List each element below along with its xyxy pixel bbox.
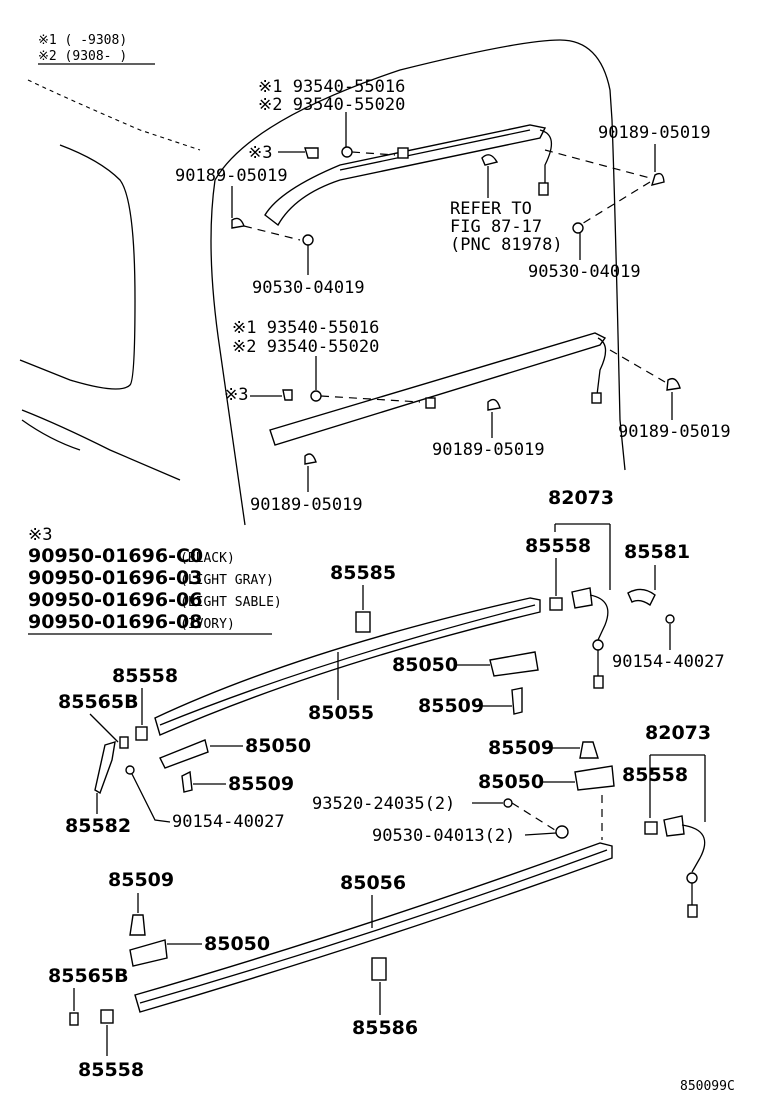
label-85050-d: 85050 xyxy=(204,933,270,955)
label-85558-right: 85558 xyxy=(622,764,688,786)
label-90189-05019-ur: 90189-05019 xyxy=(598,123,711,143)
label-85050-b: 85050 xyxy=(245,735,311,757)
lower-right-parts xyxy=(503,741,706,918)
label-90530-04019-r: 90530-04019 xyxy=(528,262,641,282)
label-85582: 85582 xyxy=(65,815,131,837)
label-82073-bottom: 82073 xyxy=(645,722,711,744)
legend-note2: ※2 (9308- ) xyxy=(38,49,127,64)
label-s3-b: ※3 xyxy=(224,385,248,405)
label-93540-55016-b: ※1 93540-55016 xyxy=(232,318,379,338)
note3-color-0: (BLACK) xyxy=(180,551,235,566)
label-s3-a: ※3 xyxy=(248,143,272,163)
note3-header: ※3 xyxy=(28,525,52,545)
refer-line1: REFER TO xyxy=(450,199,532,219)
label-93540-55016-a: ※1 93540-55016 xyxy=(258,77,405,97)
note3-color-2: (LIGHT SABLE) xyxy=(180,595,282,610)
label-85509-a: 85509 xyxy=(418,695,484,717)
label-82073-top: 82073 xyxy=(548,487,614,509)
refer-line3: (PNC 81978) xyxy=(450,235,563,255)
label-93540-55020-a: ※2 93540-55020 xyxy=(258,95,405,115)
label-85509-c: 85509 xyxy=(488,737,554,759)
label-85581: 85581 xyxy=(624,541,690,563)
label-85565B-bottom: 85565B xyxy=(48,965,129,987)
upper-spoiler xyxy=(231,124,665,246)
label-93520-24035: 93520-24035(2) xyxy=(312,794,455,814)
label-85050-c: 85050 xyxy=(478,771,544,793)
label-85050-a: 85050 xyxy=(392,654,458,676)
label-85509-b: 85509 xyxy=(228,773,294,795)
legend-note1: ※1 ( -9308) xyxy=(38,33,127,48)
label-85586: 85586 xyxy=(352,1017,418,1039)
label-90154-40027-right: 90154-40027 xyxy=(612,652,725,672)
note3-part-0: 90950-01696-C0 xyxy=(28,545,203,567)
middle-spoiler xyxy=(269,332,681,465)
note3-color-3: (IVORY) xyxy=(180,617,235,632)
label-90189-05019-mr: 90189-05019 xyxy=(618,422,731,442)
label-90189-05019-ul: 90189-05019 xyxy=(175,166,288,186)
diagram-id: 850099C xyxy=(680,1079,735,1094)
body-outline xyxy=(19,39,626,526)
label-85585: 85585 xyxy=(330,562,396,584)
refer-line2: FIG 87-17 xyxy=(450,217,542,237)
label-90530-04019-l: 90530-04019 xyxy=(252,278,365,298)
label-90154-40027-left: 90154-40027 xyxy=(172,812,285,832)
garnish-85056 xyxy=(69,842,613,1026)
label-85558-left: 85558 xyxy=(112,665,178,687)
label-85558-top: 85558 xyxy=(525,535,591,557)
harness-82073-top xyxy=(549,587,675,689)
note3-part-2: 90950-01696-06 xyxy=(28,589,202,611)
label-90530-04013: 90530-04013(2) xyxy=(372,826,515,846)
label-85558-bottom: 85558 xyxy=(78,1059,144,1081)
label-85509-d: 85509 xyxy=(108,869,174,891)
label-85055: 85055 xyxy=(308,702,374,724)
note3-part-3: 90950-01696-08 xyxy=(28,611,202,633)
note3-part-1: 90950-01696-03 xyxy=(28,567,202,589)
label-90189-05019-bot: 90189-05019 xyxy=(250,495,363,515)
garnish-85055 xyxy=(94,597,541,795)
label-93540-55020-b: ※2 93540-55020 xyxy=(232,337,379,357)
label-85565B-top: 85565B xyxy=(58,691,139,713)
label-90189-05019-mid: 90189-05019 xyxy=(432,440,545,460)
label-85056: 85056 xyxy=(340,872,406,894)
note3-color-1: (LIGHT GRAY) xyxy=(180,573,274,588)
